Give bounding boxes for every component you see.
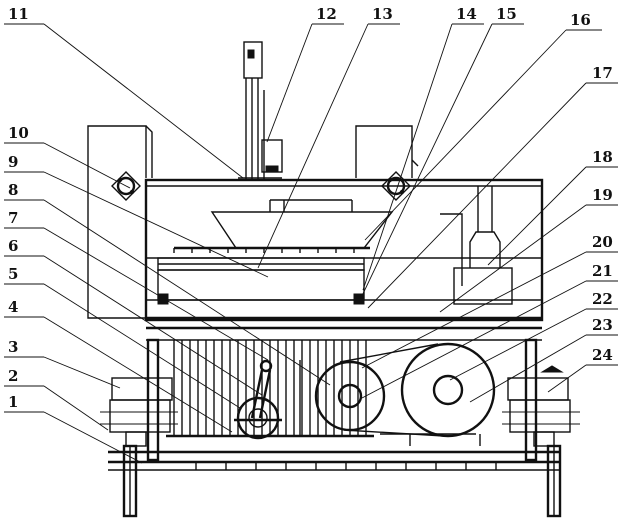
callout-14: 14 [362, 5, 484, 291]
machine [87, 41, 580, 518]
callout-number: 20 [592, 233, 613, 251]
spring-blocks [157, 293, 365, 305]
callout-number: 13 [372, 5, 393, 23]
left-hopper [87, 125, 153, 319]
callout-number: 21 [592, 262, 613, 280]
callout-number: 23 [592, 316, 613, 334]
right-clamp [502, 365, 580, 447]
callout-12: 12 [266, 5, 344, 143]
callout-18: 18 [487, 148, 618, 266]
callout-10: 10 [4, 124, 131, 189]
callout-number: 16 [570, 11, 591, 29]
callout-11: 11 [4, 5, 244, 179]
right-box [440, 186, 513, 305]
callout-labels: 11 10 9 8 7 6 5 [4, 5, 618, 464]
left-flange [111, 171, 141, 201]
callout-24: 24 [547, 346, 618, 393]
callout-20: 20 [361, 233, 618, 369]
callout-number: 12 [316, 5, 337, 23]
callout-8: 8 [4, 181, 331, 386]
callout-number: 19 [592, 186, 613, 204]
callout-number: 17 [592, 64, 613, 82]
spray-nozzles [173, 248, 355, 253]
right-hopper [355, 125, 419, 178]
right-flange [381, 171, 411, 201]
callout-number: 1 [8, 393, 18, 411]
bottom-bolts [195, 462, 497, 470]
cylinder-box [157, 269, 365, 301]
main-frame [108, 178, 560, 471]
callout-21: 21 [361, 262, 618, 399]
callout-6: 6 [4, 237, 263, 396]
crank-assembly [234, 359, 282, 440]
callout-number: 10 [8, 124, 29, 142]
vertical-actuator [238, 41, 283, 180]
callout-16: 16 [364, 11, 602, 241]
right-wheel [546, 444, 562, 518]
callout-7: 7 [4, 209, 269, 361]
callout-number: 15 [496, 5, 517, 23]
callout-number: 24 [592, 346, 613, 364]
callout-number: 5 [8, 265, 18, 283]
callout-1: 1 [4, 393, 143, 464]
callout-2: 2 [4, 367, 109, 431]
callout-number: 7 [8, 209, 18, 227]
callout-9: 9 [4, 153, 269, 278]
callout-number: 22 [592, 290, 613, 308]
upper-plate [157, 257, 365, 271]
callout-number: 6 [8, 237, 18, 255]
callout-number: 9 [8, 153, 18, 171]
callout-5: 5 [4, 265, 241, 409]
callout-23: 23 [469, 316, 618, 403]
callout-number: 11 [8, 5, 29, 23]
callout-4: 4 [4, 298, 233, 433]
callout-15: 15 [359, 5, 524, 301]
callout-3: 3 [4, 338, 121, 389]
callout-number: 4 [8, 298, 18, 316]
callout-number: 3 [8, 338, 18, 356]
callout-number: 18 [592, 148, 613, 166]
callout-number: 8 [8, 181, 18, 199]
callout-13: 13 [257, 5, 400, 269]
callout-number: 2 [8, 367, 18, 385]
left-wheel [122, 444, 138, 518]
callout-22: 22 [449, 290, 618, 381]
callout-number: 14 [456, 5, 477, 23]
feed-chute [174, 199, 394, 250]
callout-17: 17 [367, 64, 618, 309]
belt-drive [299, 342, 496, 446]
